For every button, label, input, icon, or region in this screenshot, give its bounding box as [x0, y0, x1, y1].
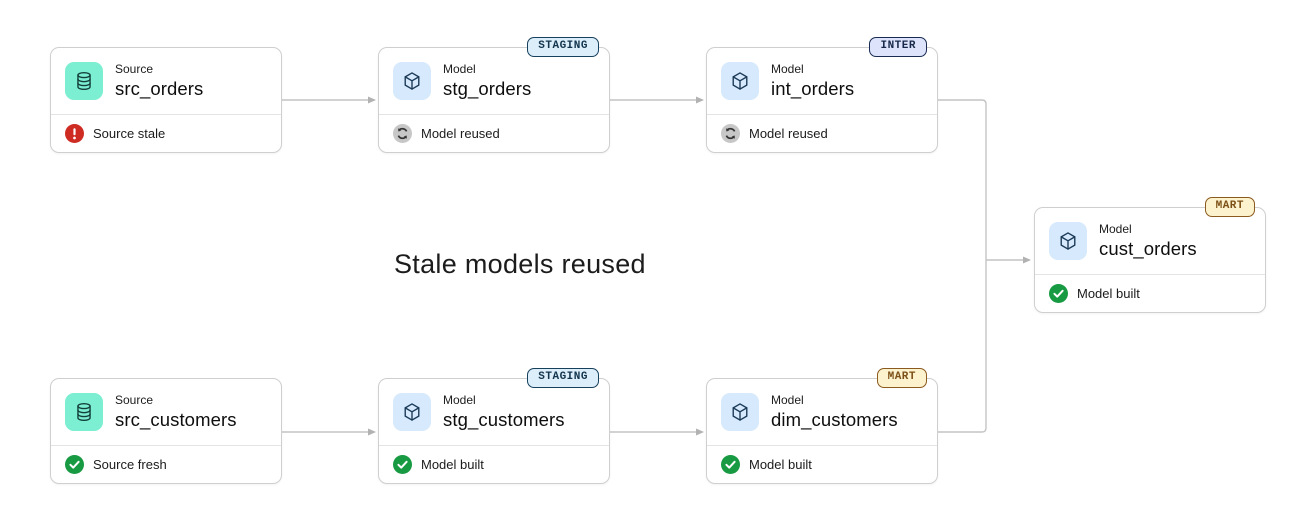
model-cube-icon	[393, 393, 431, 431]
node-header: Model stg_customers	[379, 379, 609, 446]
source-database-icon	[65, 62, 103, 100]
node-card-stg_customers[interactable]: STAGING Model stg_customers Model built	[378, 368, 610, 484]
node-status-row: Model built	[1035, 275, 1265, 312]
node-status-text: Model reused	[749, 126, 828, 141]
node-header: Model dim_customers	[707, 379, 937, 446]
layer-badge-mart: MART	[1204, 197, 1255, 217]
layer-badge-inter: INTER	[869, 37, 927, 57]
node-type-label: Model	[1099, 222, 1132, 237]
node-name: int_orders	[771, 77, 855, 99]
node-card-int_orders[interactable]: INTER Model int_orders	[706, 37, 938, 153]
node-type-label: Model	[443, 62, 476, 77]
model-cube-icon	[721, 62, 759, 100]
diagram-caption: Stale models reused	[394, 249, 646, 279]
node-card-stg_orders[interactable]: STAGING Model stg_orders	[378, 37, 610, 153]
node-status-text: Model built	[421, 457, 484, 472]
edge-int_orders-junction	[937, 99, 987, 433]
model-cube-icon	[721, 393, 759, 431]
node-status-row: Model built	[707, 446, 937, 483]
node-status-row: Model reused	[707, 115, 937, 152]
node-name: dim_customers	[771, 408, 898, 430]
node-name: cust_orders	[1099, 237, 1197, 259]
stale-alert-icon	[65, 124, 84, 143]
node-card-src_orders[interactable]: Source src_orders Source stale	[50, 47, 282, 153]
node-type-label: Source	[115, 62, 154, 77]
node-type-label: Model	[443, 393, 476, 408]
source-database-icon	[65, 393, 103, 431]
node-status-row: Model reused	[379, 115, 609, 152]
node-header: Model cust_orders	[1035, 208, 1265, 275]
node-header: Model stg_orders	[379, 48, 609, 115]
node-status-row: Source fresh	[51, 446, 281, 483]
node-type-label: Source	[115, 393, 154, 408]
node-status-text: Model built	[1077, 286, 1140, 301]
built-check-icon	[1049, 284, 1068, 303]
built-check-icon	[393, 455, 412, 474]
node-header: Model int_orders	[707, 48, 937, 115]
node-name: stg_customers	[443, 408, 565, 430]
layer-badge-mart: MART	[876, 368, 927, 388]
node-status-row: Model built	[379, 446, 609, 483]
node-status-row: Source stale	[51, 115, 281, 152]
node-type-label: Model	[771, 62, 804, 77]
node-name: src_customers	[115, 408, 237, 430]
node-type-label: Model	[771, 393, 804, 408]
node-status-text: Source fresh	[93, 457, 167, 472]
node-status-text: Model built	[749, 457, 812, 472]
node-card-cust_orders[interactable]: MART Model cust_orders Model built	[1034, 197, 1266, 313]
node-header: Source src_orders	[51, 48, 281, 115]
node-header: Source src_customers	[51, 379, 281, 446]
reused-refresh-icon	[721, 124, 740, 143]
layer-badge-staging: STAGING	[527, 37, 599, 57]
model-cube-icon	[1049, 222, 1087, 260]
fresh-check-icon	[65, 455, 84, 474]
reused-refresh-icon	[393, 124, 412, 143]
node-status-text: Source stale	[93, 126, 166, 141]
node-name: src_orders	[115, 77, 204, 99]
node-status-text: Model reused	[421, 126, 500, 141]
node-card-dim_customers[interactable]: MART Model dim_customers Model built	[706, 368, 938, 484]
model-cube-icon	[393, 62, 431, 100]
node-card-src_customers[interactable]: Source src_customers Source fresh	[50, 378, 282, 484]
built-check-icon	[721, 455, 740, 474]
layer-badge-staging: STAGING	[527, 368, 599, 388]
node-name: stg_orders	[443, 77, 532, 99]
